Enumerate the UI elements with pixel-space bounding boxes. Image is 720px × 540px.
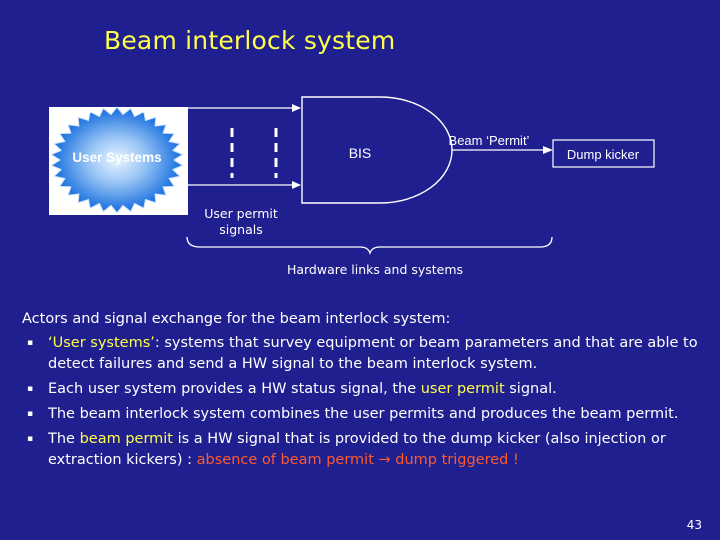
user-systems-burst [50, 106, 184, 214]
slide-body: Actors and signal exchange for the beam … [22, 309, 702, 475]
bullet-text-segment: The beam interlock system combines the u… [48, 406, 679, 422]
intro-text: Actors and signal exchange for the beam … [22, 311, 451, 327]
lower-arrowhead [292, 181, 301, 189]
bullet-text-segment: absence of beam permit → dump triggered … [196, 452, 519, 468]
bullet-marker: ▪ [27, 338, 34, 348]
user-permit-label: User permit signals [204, 206, 278, 237]
dump-kicker-label: Dump kicker [567, 147, 640, 162]
bullet-text-segment: : systems that survey equipment or beam … [48, 335, 698, 372]
beam-permit-label: Beam ‘Permit’ [449, 133, 530, 148]
slide-title: Beam interlock system [104, 26, 396, 55]
bullet-item: ▪ ‘User systems’: systems that survey equ… [22, 333, 702, 375]
beam-permit-arrowhead [543, 146, 553, 154]
bis-gate [301, 96, 453, 204]
bullet-marker: ▪ [27, 409, 34, 419]
beam-interlock-diagram: User Systems BIS Beam ‘Permit’ Dump kick… [49, 96, 655, 256]
bullet-marker: ▪ [27, 384, 34, 394]
bullet-marker: ▪ [27, 434, 34, 444]
hardware-brace [186, 236, 553, 256]
bullet-text-segment: beam permit [79, 431, 173, 447]
page-number: 43 [686, 518, 702, 532]
bullet-text-segment: ‘User systems’ [48, 335, 155, 351]
hardware-links-label: Hardware links and systems [286, 262, 464, 277]
bullet-text-segment: Each user system provides a HW status si… [48, 381, 421, 397]
bullet-item: ▪ The beam permit is a HW signal that is … [22, 429, 702, 471]
bullet-text-segment: is a HW signal that is provided to the d… [48, 431, 666, 468]
upper-arrowhead [292, 104, 301, 112]
bullet-item: ▪ Each user system provides a HW status s… [22, 379, 702, 400]
dump-kicker-box [552, 139, 655, 168]
bullet-text-segment: user permit [420, 381, 505, 397]
bullet-text-segment: The [48, 431, 80, 447]
user-systems-label: User Systems [72, 150, 161, 165]
bullet-item: ▪ The beam interlock system combines the … [22, 404, 702, 425]
bullet-text-segment: signal. [504, 381, 557, 397]
bullet-list: ▪ ‘User systems’: systems that survey equ… [22, 333, 702, 471]
bis-label: BIS [349, 145, 372, 161]
